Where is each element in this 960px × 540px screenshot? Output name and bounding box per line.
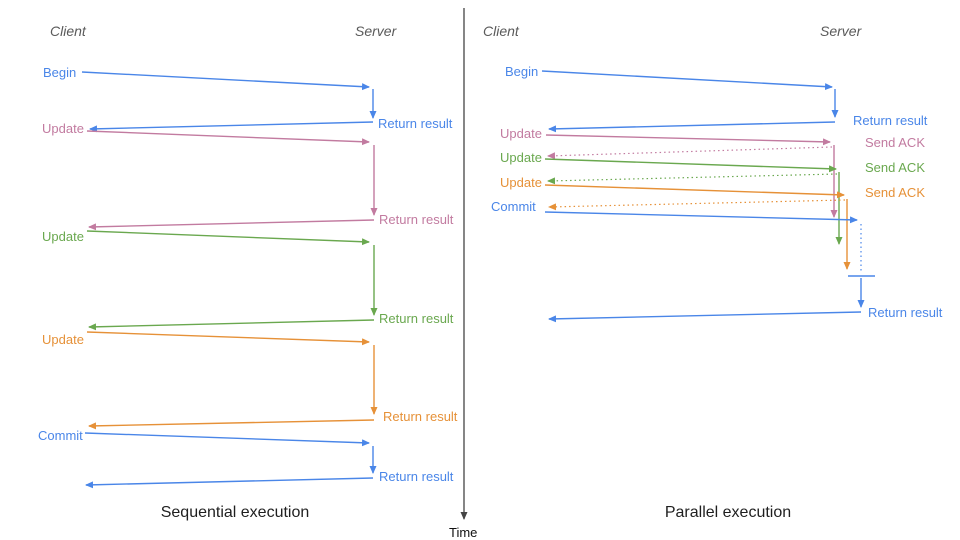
left-commit-request-arrow bbox=[84, 432, 370, 447]
right-commit-request-arrow bbox=[544, 211, 858, 224]
right-commit-response-label: Return result bbox=[868, 305, 943, 320]
right-begin-label: Begin bbox=[505, 64, 538, 79]
sequential-diagram: Client Server Begin Return result Update… bbox=[38, 23, 458, 521]
sequential-execution-title: Sequential execution bbox=[161, 504, 310, 521]
right-update3-label: Update bbox=[500, 175, 542, 190]
left-commit-label: Commit bbox=[38, 428, 83, 443]
left-update1-request-arrow bbox=[86, 130, 370, 146]
left-commit-response-label: Return result bbox=[379, 469, 454, 484]
left-update3-request-arrow bbox=[86, 331, 370, 346]
right-update2-label: Update bbox=[500, 150, 542, 165]
right-begin-response-label: Return result bbox=[853, 113, 928, 128]
left-begin-return-arrow bbox=[89, 121, 374, 133]
right-update3-response-label: Send ACK bbox=[865, 185, 925, 200]
left-begin-response-label: Return result bbox=[378, 116, 453, 131]
right-update1-request-arrow bbox=[545, 134, 831, 146]
left-update1-label: Update bbox=[42, 121, 84, 136]
left-update1-response-label: Return result bbox=[379, 212, 454, 227]
parallel-execution-title: Parallel execution bbox=[665, 504, 791, 521]
right-update2-response-label: Send ACK bbox=[865, 160, 925, 175]
time-axis-label: Time bbox=[449, 525, 477, 540]
right-update2-request-arrow bbox=[544, 158, 837, 173]
left-update2-return-arrow bbox=[88, 319, 375, 331]
right-update1-response-label: Send ACK bbox=[865, 135, 925, 150]
right-commit-label: Commit bbox=[491, 199, 536, 214]
parallel-diagram: Client Server Begin Return result Update… bbox=[483, 23, 943, 521]
right-update2-ack-arrow bbox=[547, 173, 838, 185]
left-update2-request-arrow bbox=[86, 230, 370, 246]
left-update2-response-label: Return result bbox=[379, 311, 454, 326]
right-server-header: Server bbox=[820, 23, 863, 39]
right-begin-request-arrow bbox=[541, 70, 833, 91]
right-client-header: Client bbox=[483, 23, 520, 39]
right-commit-return-arrow bbox=[548, 311, 862, 323]
left-commit-return-arrow bbox=[85, 477, 374, 489]
left-update1-return-arrow bbox=[88, 219, 375, 231]
left-client-header: Client bbox=[50, 23, 87, 39]
left-begin-label: Begin bbox=[43, 65, 76, 80]
right-update1-ack-arrow bbox=[547, 146, 833, 160]
left-update3-label: Update bbox=[42, 332, 84, 347]
right-begin-return-arrow bbox=[548, 121, 836, 133]
right-update3-request-arrow bbox=[544, 184, 845, 199]
left-begin-request-arrow bbox=[81, 71, 370, 91]
left-update3-response-label: Return result bbox=[383, 409, 458, 424]
right-update1-label: Update bbox=[500, 126, 542, 141]
right-update3-ack-arrow bbox=[548, 199, 846, 211]
left-server-header: Server bbox=[355, 23, 398, 39]
left-update3-return-arrow bbox=[88, 419, 375, 430]
left-update2-label: Update bbox=[42, 229, 84, 244]
